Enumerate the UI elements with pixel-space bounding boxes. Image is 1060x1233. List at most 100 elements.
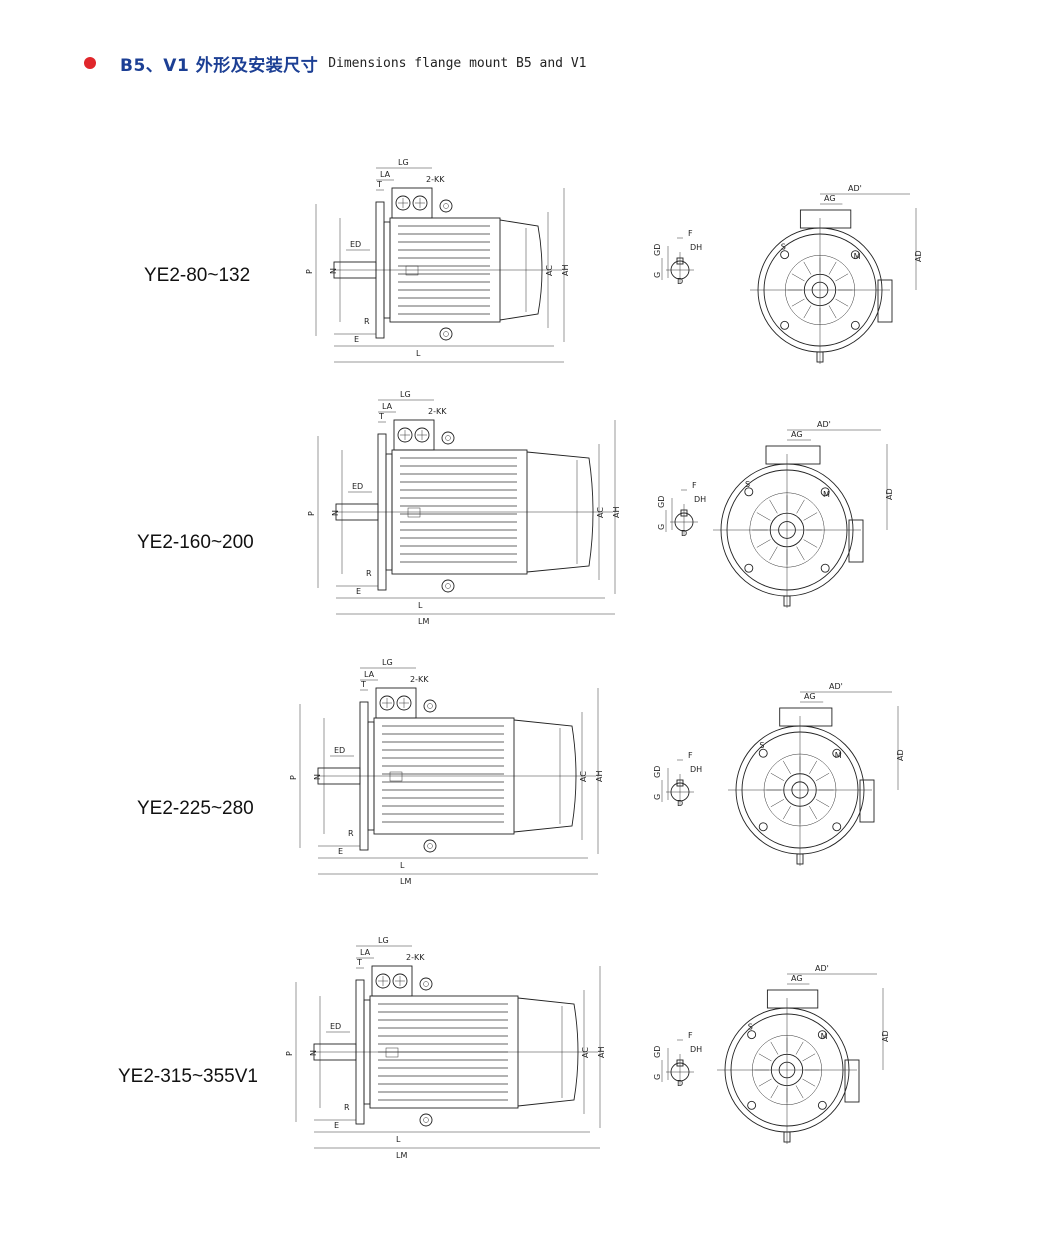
label-kk: 2-KK (428, 407, 447, 416)
label-ag: AG (791, 974, 803, 983)
label-d: D (677, 799, 683, 808)
label-s: S (781, 243, 786, 252)
label-la: LA (364, 670, 375, 679)
label-m: M (835, 751, 842, 760)
label-ag: AG (824, 194, 836, 203)
label-l: L (396, 1135, 401, 1144)
label-g: G (653, 272, 662, 278)
label-lg: LG (382, 658, 393, 667)
label-n: N (329, 268, 338, 274)
label-ad: AD (885, 488, 894, 500)
label-t: T (356, 958, 362, 967)
label-f: F (688, 751, 693, 760)
label-ad1: AD' (817, 420, 831, 429)
label-ah: AH (597, 1047, 606, 1059)
label-d: D (677, 1079, 683, 1088)
fan-cover (517, 997, 579, 1107)
terminal-box (393, 419, 435, 451)
label-r: R (348, 829, 354, 838)
label-t: T (376, 180, 382, 189)
label-r: R (366, 569, 372, 578)
label-e: E (354, 335, 359, 344)
label-ah: AH (595, 771, 604, 783)
terminal-box (391, 187, 433, 219)
label-r: R (344, 1103, 350, 1112)
label-e: E (334, 1121, 339, 1130)
label-ed: ED (330, 1022, 341, 1031)
label-s: S (748, 1023, 753, 1032)
label-ad: AD (896, 749, 905, 761)
label-ad1: AD' (848, 184, 862, 193)
label-ed: ED (352, 482, 363, 491)
label-kk: 2-KK (406, 953, 425, 962)
label-lm: LM (400, 877, 411, 886)
label-kk: 2-KK (426, 175, 445, 184)
label-lg: LG (398, 158, 409, 167)
label-e: E (356, 587, 361, 596)
bullet-icon (84, 57, 96, 69)
cooling-fins (382, 725, 504, 823)
title-english: Dimensions flange mount B5 and V1 (328, 55, 587, 71)
cooling-fins (400, 457, 517, 563)
label-ac: AC (579, 771, 588, 782)
label-l: L (400, 861, 405, 870)
model-label-2: YE2-160~200 (137, 532, 254, 553)
label-g: G (653, 1074, 662, 1080)
end-view-4: AD' AG AD S M (717, 964, 890, 1144)
label-d: D (677, 277, 683, 286)
label-gd: GD (653, 244, 662, 256)
label-ag: AG (804, 692, 816, 701)
model-label-3: YE2-225~280 (137, 798, 254, 819)
label-s: S (745, 480, 750, 489)
label-lm: LM (418, 617, 429, 626)
label-l: L (416, 349, 421, 358)
label-ad: AD (881, 1030, 890, 1042)
label-m: M (821, 1032, 828, 1041)
label-ed: ED (350, 240, 361, 249)
label-ad1: AD' (829, 682, 843, 691)
label-p: P (289, 775, 298, 780)
label-lm: LM (396, 1151, 407, 1160)
fan-cover (513, 719, 577, 833)
label-dh: DH (694, 495, 706, 504)
label-n: N (313, 774, 322, 780)
label-ah: AH (561, 265, 570, 277)
label-ac: AC (596, 507, 605, 518)
label-gd: GD (657, 496, 666, 508)
label-r: R (364, 317, 370, 326)
label-t: T (360, 680, 366, 689)
label-dh: DH (690, 243, 702, 252)
label-ad1: AD' (815, 964, 829, 973)
label-m: M (823, 490, 830, 499)
fan-cover (499, 219, 543, 321)
model-label-1: YE2-80~132 (144, 265, 251, 286)
cooling-fins (378, 1003, 508, 1101)
label-m: M (854, 252, 861, 261)
label-dh: DH (690, 1045, 702, 1054)
label-ah: AH (612, 507, 621, 519)
label-n: N (331, 510, 340, 516)
label-d: D (681, 529, 687, 538)
title-chinese: B5、V1 外形及安装尺寸 (120, 55, 319, 76)
section-header: B5、V1 外形及安装尺寸 Dimensions flange mount B5… (84, 50, 586, 76)
label-ed: ED (334, 746, 345, 755)
label-ac: AC (581, 1047, 590, 1058)
label-l: L (418, 601, 423, 610)
label-n: N (309, 1050, 318, 1056)
label-g: G (653, 794, 662, 800)
